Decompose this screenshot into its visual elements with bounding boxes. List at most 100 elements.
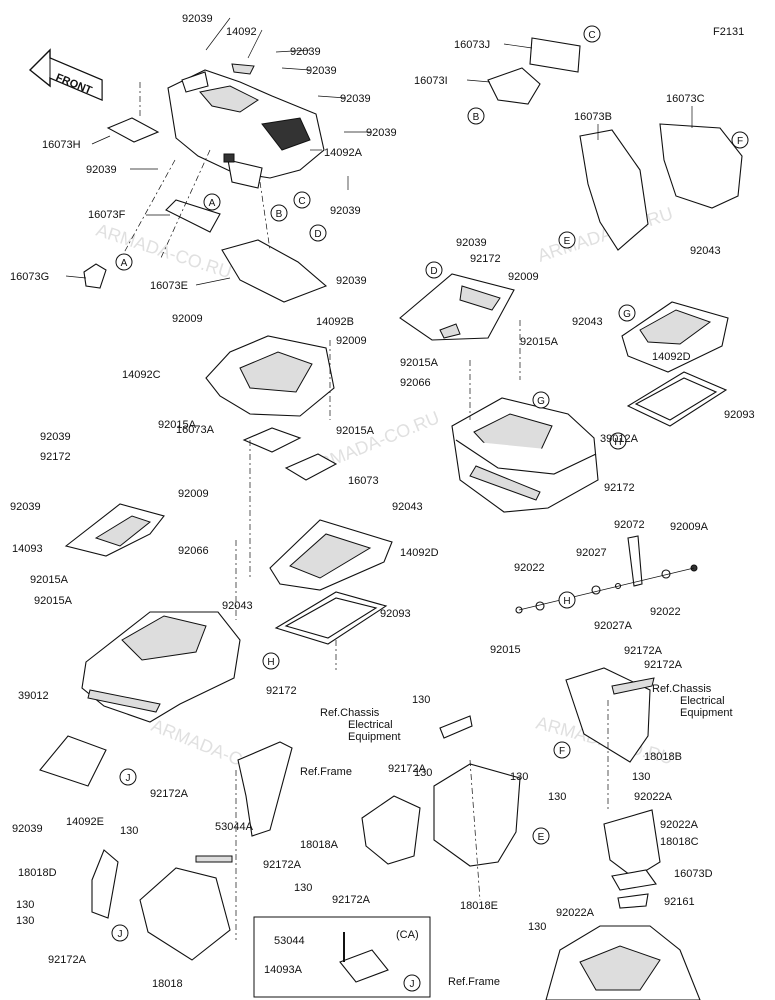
part-number-label: 130 [510,771,528,783]
callout-j: J [118,929,123,940]
part-number-labels: 92039140929203992039920399203916073H1409… [10,13,755,990]
part-number-label: 16073D [674,868,713,880]
callout-a: A [209,198,216,209]
leader-lines [65,17,693,286]
pad-16073B [579,129,649,251]
part-number-label: 92172 [604,482,635,494]
part-number-label: 130 [548,791,566,803]
plate-14093A [339,949,389,983]
part-number-label: 92015A [30,574,69,586]
part-number-label: 18018C [660,836,699,848]
part-number-label: 130 [412,694,430,706]
part-number-label: 14092D [400,547,439,559]
inset-label: (CA) [396,929,419,941]
part-number-label: 16073B [574,111,612,123]
part-number-label: 18018B [644,751,682,763]
part-number-label: 14092A [324,147,363,159]
part-number-label: 92161 [664,896,695,908]
part-number-label: 14093 [12,543,43,555]
part-number-label: 14092 [226,26,257,38]
part-number-label: 92043 [572,316,603,328]
hardware-stack [515,535,698,614]
part-number-label: 14092D [652,351,691,363]
part-number-label: 130 [120,825,138,837]
part-number-label: 92172A [48,954,87,966]
part-number-label: 92093 [380,608,411,620]
part-number-label: 130 [632,771,650,783]
part-number-label: 16073C [666,93,705,105]
part-number-label: 53044A [215,821,254,833]
pad-16073D [611,869,657,891]
part-number-label: 92039 [456,237,487,249]
part-number-label: 92043 [690,245,721,257]
pad-16073G [83,263,107,289]
callout-g: G [623,309,631,320]
part-number-label: 92015A [158,419,197,431]
part-number-label: 92039 [330,205,361,217]
pad-16073F [165,199,221,233]
part-number-label: 92022A [660,819,699,831]
pad-16073A [242,427,302,453]
watermark-text: ARMADA-CO.RU [94,220,234,283]
part-number-label: 92043 [392,501,423,513]
part-number-label: 92015 [490,644,521,656]
part-number-label: Ref.Frame [448,976,500,988]
part-number-label: 92039 [306,65,337,77]
callout-c: C [298,196,305,207]
plate-14092B [399,273,515,341]
pad-16073J [529,37,581,73]
part-number-label: 92009 [178,488,209,500]
callout-h: H [614,437,621,448]
part-number-label: 92022 [514,562,545,574]
part-number-label: 92039 [10,501,41,513]
part-number-label: 92043 [222,600,253,612]
part-number-label: 92015A [336,425,375,437]
part-number-label: 18018 [152,978,183,990]
part-number-label: 16073 [348,475,379,487]
part-number-label: 92093 [724,409,755,421]
part-number-label: 92039 [40,431,71,443]
part-number-label: 92027 [576,547,607,559]
callout-h: H [563,596,570,607]
part-number-label: 92039 [182,13,213,25]
part-number-label: 16073F [88,209,126,221]
callout-j: J [126,773,131,784]
tie-130-upper [439,715,473,739]
part-number-label: 92009 [508,271,539,283]
part-number-label: 92015A [400,357,439,369]
part-number-label: 18018A [300,839,339,851]
cover-14092 [167,63,325,189]
part-number-label: 92172 [470,253,501,265]
part-number-label: Ref.Frame [300,766,352,778]
part-number-label: 92015A [34,595,73,607]
bracket-14092C [205,335,335,417]
part-number-label: 39012 [18,690,49,702]
pad-16073E [221,239,328,303]
callout-a: A [121,258,128,269]
part-number-label: 53044 [274,935,305,947]
part-number-label: 18018E [460,900,498,912]
part-number-label: 14093A [264,964,303,976]
part-number-label: 130 [294,882,312,894]
part-number-label: 92039 [366,127,397,139]
callout-e: E [564,236,571,247]
callout-e: E [538,832,545,843]
pad-16073 [284,453,338,481]
callout-f: F [737,136,743,147]
callout-f: F [559,746,565,757]
cover-18018A [361,795,421,865]
cover-18018D [91,849,119,919]
part-number-label: 18018D [18,867,57,879]
box-39012A [451,397,599,513]
strap-53044A [195,855,233,863]
part-number-label: 14092E [66,816,104,828]
callout-d: D [314,229,321,240]
part-number-label: 92066 [400,377,431,389]
part-number-label: 92172A [263,859,302,871]
callout-j: J [410,979,415,990]
part-number-label: 92172A [388,763,427,775]
part-number-label: 130 [528,921,546,933]
